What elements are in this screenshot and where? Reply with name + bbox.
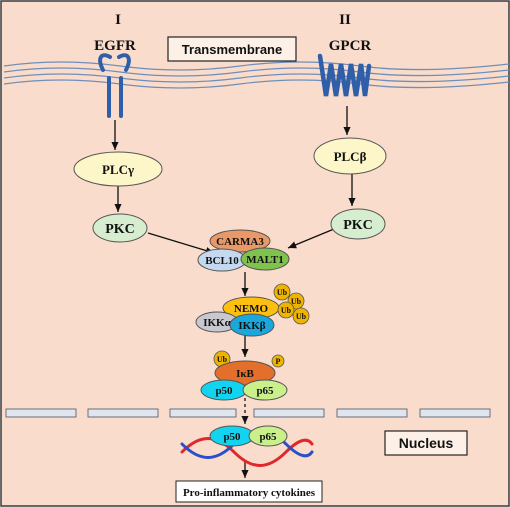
pkc-left-node: PKC	[92, 213, 148, 243]
ikb-label: IκB	[236, 368, 254, 380]
ub-badge-nemo-3: Ub	[277, 301, 295, 319]
nucleus-label: Nucleus	[384, 430, 468, 456]
nemo-label: NEMO	[234, 303, 269, 315]
p50-nuclear-label: p50	[223, 431, 241, 443]
p65-cytoplasm-label: p65	[256, 385, 274, 397]
arrow-pkc-left-to-complex	[147, 232, 215, 255]
plc-gamma-label: PLCγ	[102, 162, 134, 177]
pkc-left-label: PKC	[105, 222, 135, 237]
nucleus-text: Nucleus	[399, 435, 454, 451]
ub-badge-nemo-1: Ub	[273, 283, 291, 301]
svg-text:P: P	[276, 357, 281, 366]
transmembrane-text: Transmembrane	[182, 42, 282, 57]
plasma-membrane	[3, 61, 510, 89]
ikk-beta-label: IKKβ	[238, 320, 265, 332]
cytokines-box: Pro-inflammatory cytokines	[175, 480, 323, 503]
ikk-alpha-node: IKKα	[195, 311, 239, 333]
p50-cytoplasm-node: p50	[200, 379, 248, 401]
p50-nuclear-node: p50	[209, 425, 255, 447]
transmembrane-label: Transmembrane	[167, 36, 297, 62]
plc-gamma-node: PLCγ	[73, 151, 163, 187]
ikk-alpha-label: IKKα	[203, 317, 231, 329]
pkc-right-node: PKC	[330, 208, 386, 240]
ikb-node: IκB	[214, 360, 276, 386]
malt1-label: MALT1	[246, 254, 284, 266]
carma3-label: CARMA3	[216, 236, 264, 248]
cytokines-label: Pro-inflammatory cytokines	[183, 487, 316, 499]
bcl10-label: BCL10	[205, 255, 239, 267]
ub-badge-nemo-4: Ub	[292, 307, 310, 325]
p65-nuclear-label: p65	[259, 431, 277, 443]
p65-nuclear-node: p65	[248, 425, 288, 447]
p-badge-ikb: P	[271, 354, 285, 368]
pkc-right-label: PKC	[343, 218, 373, 233]
plc-beta-node: PLCβ	[313, 137, 387, 175]
p65-cytoplasm-node: p65	[242, 379, 288, 401]
plc-beta-label: PLCβ	[334, 149, 367, 164]
svg-text:Ub: Ub	[296, 312, 307, 321]
gpcr-label: GPCR	[329, 38, 372, 54]
arrow-pkc-right-to-complex	[287, 228, 335, 249]
svg-text:Ub: Ub	[291, 297, 302, 306]
right-pathway-numeral: II	[339, 12, 351, 28]
ikk-beta-node: IKKβ	[229, 313, 275, 337]
bcl10-node: BCL10	[197, 248, 247, 272]
svg-text:Ub: Ub	[277, 288, 288, 297]
malt1-node: MALT1	[240, 247, 290, 271]
gpcr-receptor-icon	[317, 53, 372, 97]
svg-text:Ub: Ub	[281, 306, 292, 315]
egfr-receptor-icon	[98, 53, 131, 118]
left-pathway-numeral: I	[115, 12, 121, 28]
egfr-label: EGFR	[94, 38, 136, 54]
svg-text:Ub: Ub	[217, 355, 228, 364]
nemo-node: NEMO	[222, 296, 280, 320]
nuclear-membrane	[5, 408, 491, 418]
carma3-node: CARMA3	[209, 229, 271, 253]
p50-cytoplasm-label: p50	[215, 385, 233, 397]
